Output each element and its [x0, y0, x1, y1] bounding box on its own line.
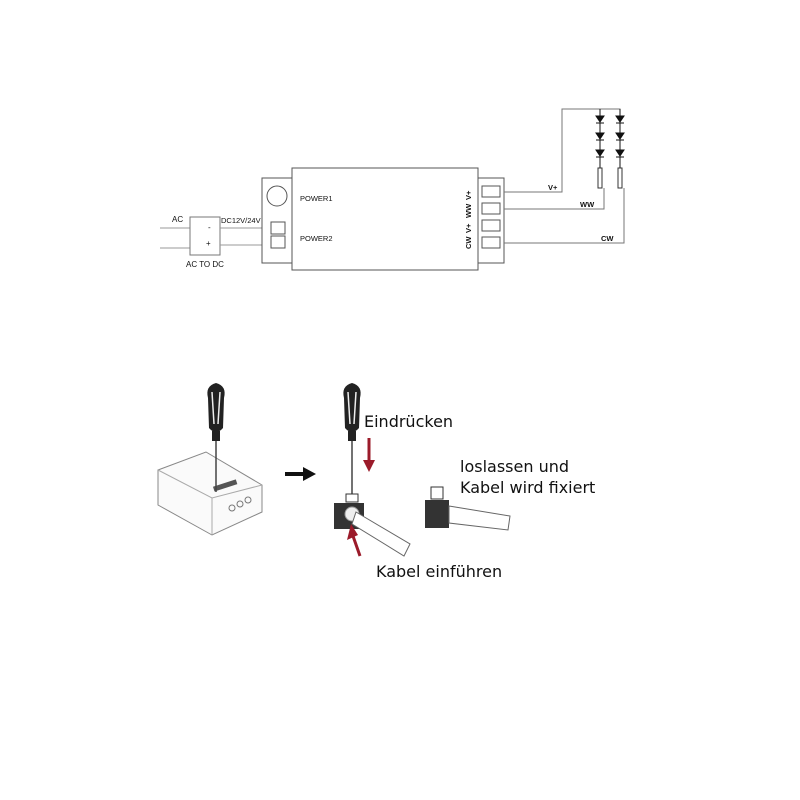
output-label-vplus: V+: [464, 190, 473, 200]
wiring-diagram: AC - + AC TO DC DC12V/24V POWER1 POWER2 …: [160, 108, 625, 271]
installation-steps: Eindrücken Kabel einführen loslassen und…: [157, 383, 595, 581]
screwdriver-press-icon: [343, 383, 361, 496]
led-diode-icon: [595, 115, 605, 123]
device-port-icon: [236, 500, 244, 508]
converter-minus: -: [208, 223, 211, 232]
ac-dc-converter: [189, 216, 221, 256]
controller-body: [291, 167, 479, 271]
step-arrow-icon: [285, 467, 316, 481]
power-button-icon: [266, 185, 288, 207]
device-port-icon: [244, 496, 252, 504]
ac-label: AC: [172, 215, 183, 224]
led-diode-icon: [615, 149, 625, 157]
device-port-icon: [228, 504, 236, 512]
output-terminal-1: [481, 185, 501, 198]
dc-voltage-label: DC12V/24V: [221, 216, 261, 225]
ac-input-wires: [160, 227, 190, 249]
output-label-cw: CW: [464, 236, 473, 249]
press-label: Eindrücken: [364, 412, 453, 431]
led-diode-icon: [615, 132, 625, 140]
resistor-icon: [617, 167, 623, 189]
output-wires: [504, 108, 625, 244]
led-string-warm-white: [595, 109, 605, 189]
release-label-line2: Kabel wird fixiert: [460, 478, 595, 497]
dc-output-wires: [220, 227, 262, 246]
power2-label: POWER2: [300, 234, 333, 243]
output-label-ww: WW: [464, 203, 473, 218]
wire-label-ww: WW: [580, 200, 595, 209]
output-terminal-4: [481, 236, 501, 249]
led-diode-icon: [615, 115, 625, 123]
resistor-icon: [597, 167, 603, 189]
screwdriver-icon: [207, 383, 225, 492]
output-terminal-2: [481, 202, 501, 215]
insert-arrow-icon: [347, 524, 362, 557]
led-diode-icon: [595, 132, 605, 140]
wire-label-cw: CW: [601, 234, 614, 243]
led-string-cold-white: [615, 109, 625, 189]
power2-terminal: [270, 221, 286, 235]
press-arrow-icon: [363, 438, 375, 472]
insert-label: Kabel einführen: [376, 562, 502, 581]
converter-plus: +: [206, 239, 211, 248]
release-label-line1: loslassen und: [460, 457, 569, 476]
power1-label: POWER1: [300, 194, 333, 203]
terminal-clamp-pressed: [334, 493, 411, 557]
converter-label: AC TO DC: [186, 260, 224, 269]
controller-unit: POWER1 POWER2 V+ WW V+ CW: [261, 167, 505, 271]
output-label-vplus-2: V+: [464, 223, 473, 233]
wire-label-vplus: V+: [548, 183, 558, 192]
terminal-clamp-released: [425, 486, 511, 531]
device-illustration: [157, 451, 263, 536]
led-diode-icon: [595, 149, 605, 157]
power2-terminal-b: [270, 235, 286, 249]
output-terminal-3: [481, 219, 501, 232]
